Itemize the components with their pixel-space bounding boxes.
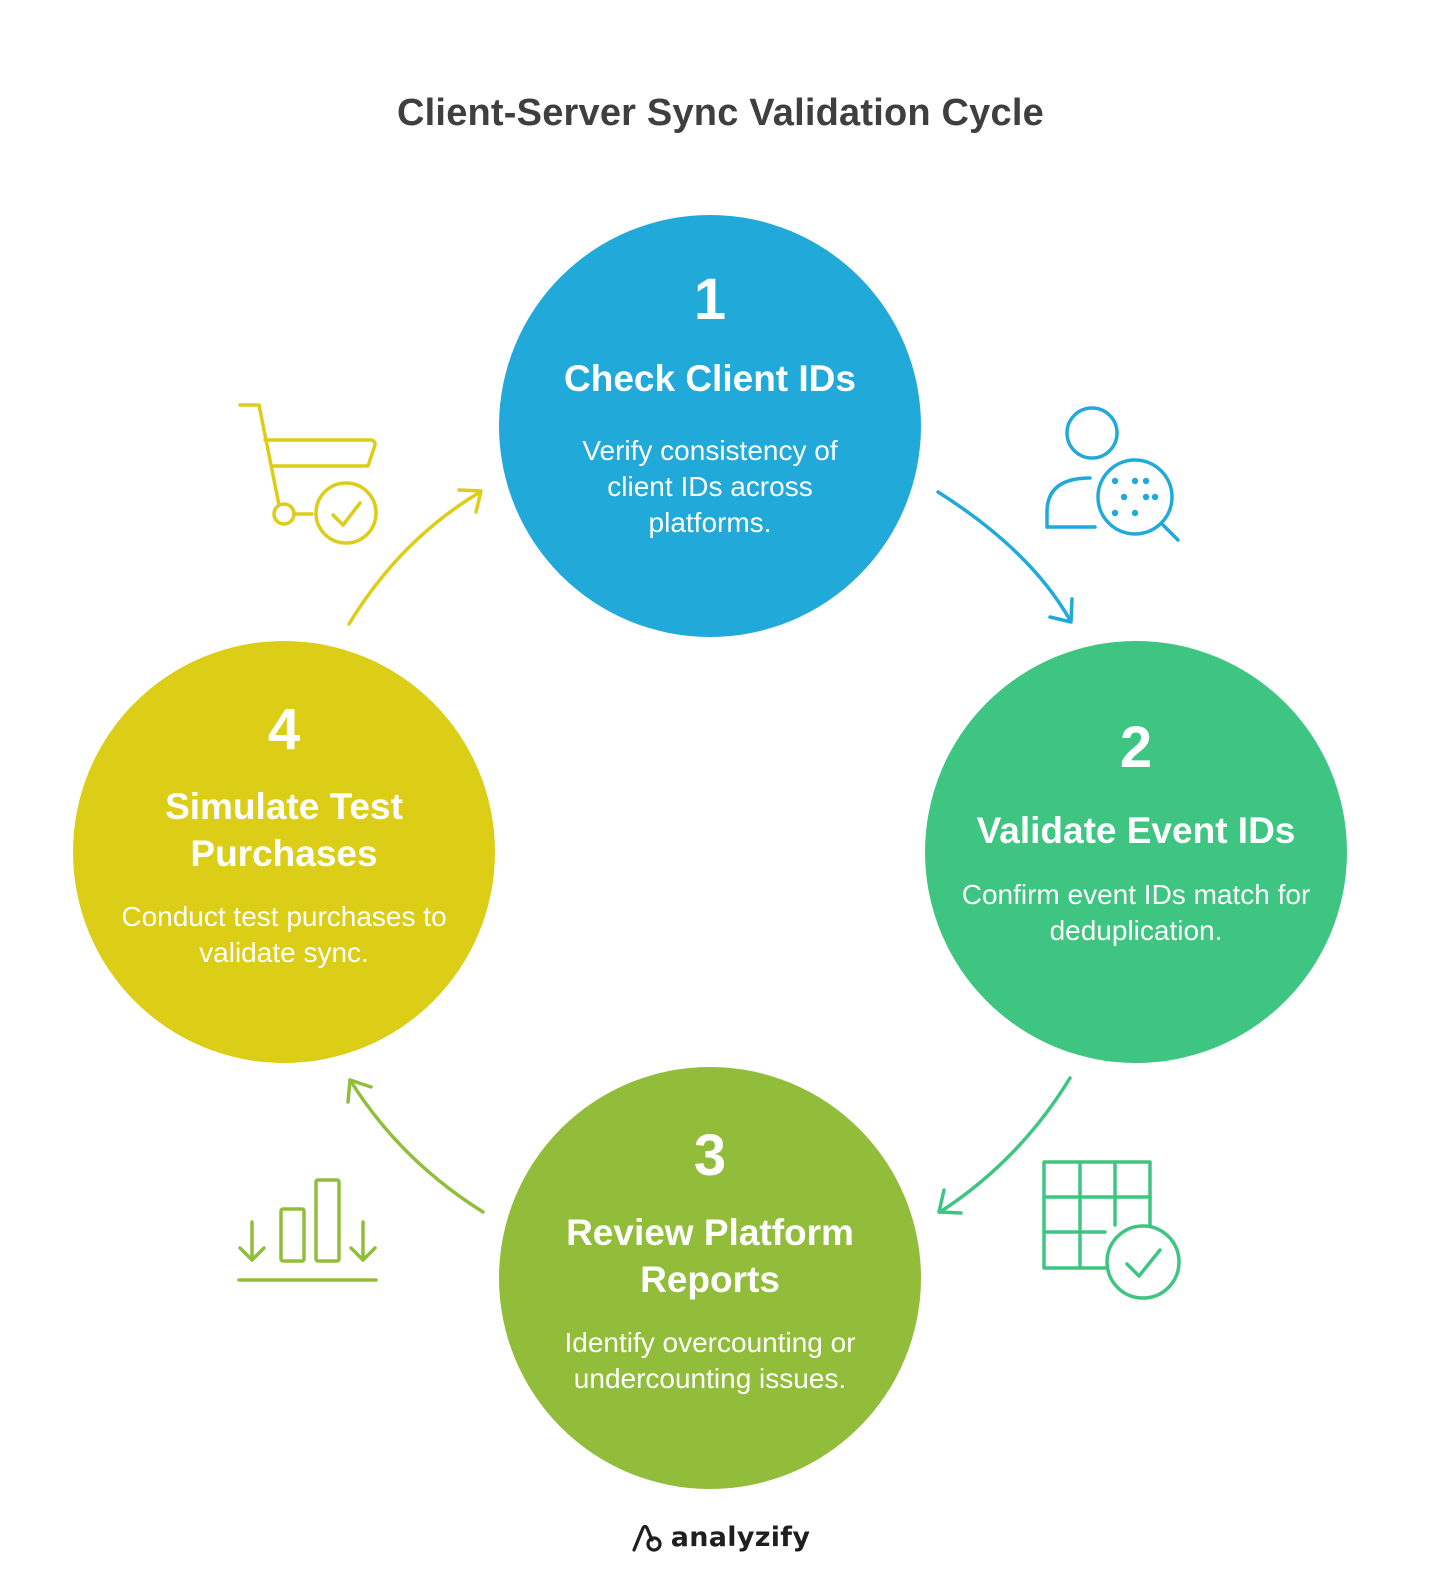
bar-chart-down-icon [237, 1178, 378, 1282]
analyzify-logo-icon [632, 1524, 662, 1552]
step-2-description: Confirm event IDs match for deduplicatio… [961, 879, 1311, 946]
step-3-description: Identify overcounting or undercounting i… [564, 1327, 856, 1394]
arrow-step4-to-step1 [347, 488, 483, 626]
step-2-circle: 2 Validate Event IDs Confirm event IDs m… [925, 641, 1347, 1063]
arrow-step3-to-step4 [346, 1078, 485, 1214]
step-1-title: Check Client IDs [564, 358, 856, 399]
user-search-dots [1111, 477, 1159, 517]
step-1-number: 1 [693, 267, 727, 332]
cart-check-icon [238, 403, 378, 545]
brand-name: analyzify [670, 1522, 811, 1553]
step-4-description: Conduct test purchases to validate sync. [121, 901, 447, 968]
step-3-circle: 3 Review Platform Reports Identify overc… [499, 1067, 921, 1489]
step-2-number: 2 [1119, 715, 1153, 780]
arrow-step1-to-step2 [936, 490, 1074, 624]
step-4-number: 4 [267, 697, 301, 762]
step-1-description: Verify consistency of client IDs across … [582, 435, 838, 538]
user-search-icon [1045, 406, 1180, 542]
diagram-title: Client-Server Sync Validation Cycle [397, 92, 1044, 134]
step-4-title: Simulate Test Purchases [165, 786, 403, 874]
table-check-icon [1042, 1160, 1181, 1300]
arrow-step2-to-step3 [937, 1076, 1072, 1215]
footer-brand: analyzify [0, 1522, 1441, 1553]
step-2-title: Validate Event IDs [976, 810, 1296, 851]
step-3-title: Review Platform Reports [566, 1212, 854, 1300]
step-3-number: 3 [693, 1123, 727, 1188]
step-1-circle: 1 Check Client IDs Verify consistency of… [499, 215, 921, 637]
step-4-circle: 4 Simulate Test Purchases Conduct test p… [73, 641, 495, 1063]
